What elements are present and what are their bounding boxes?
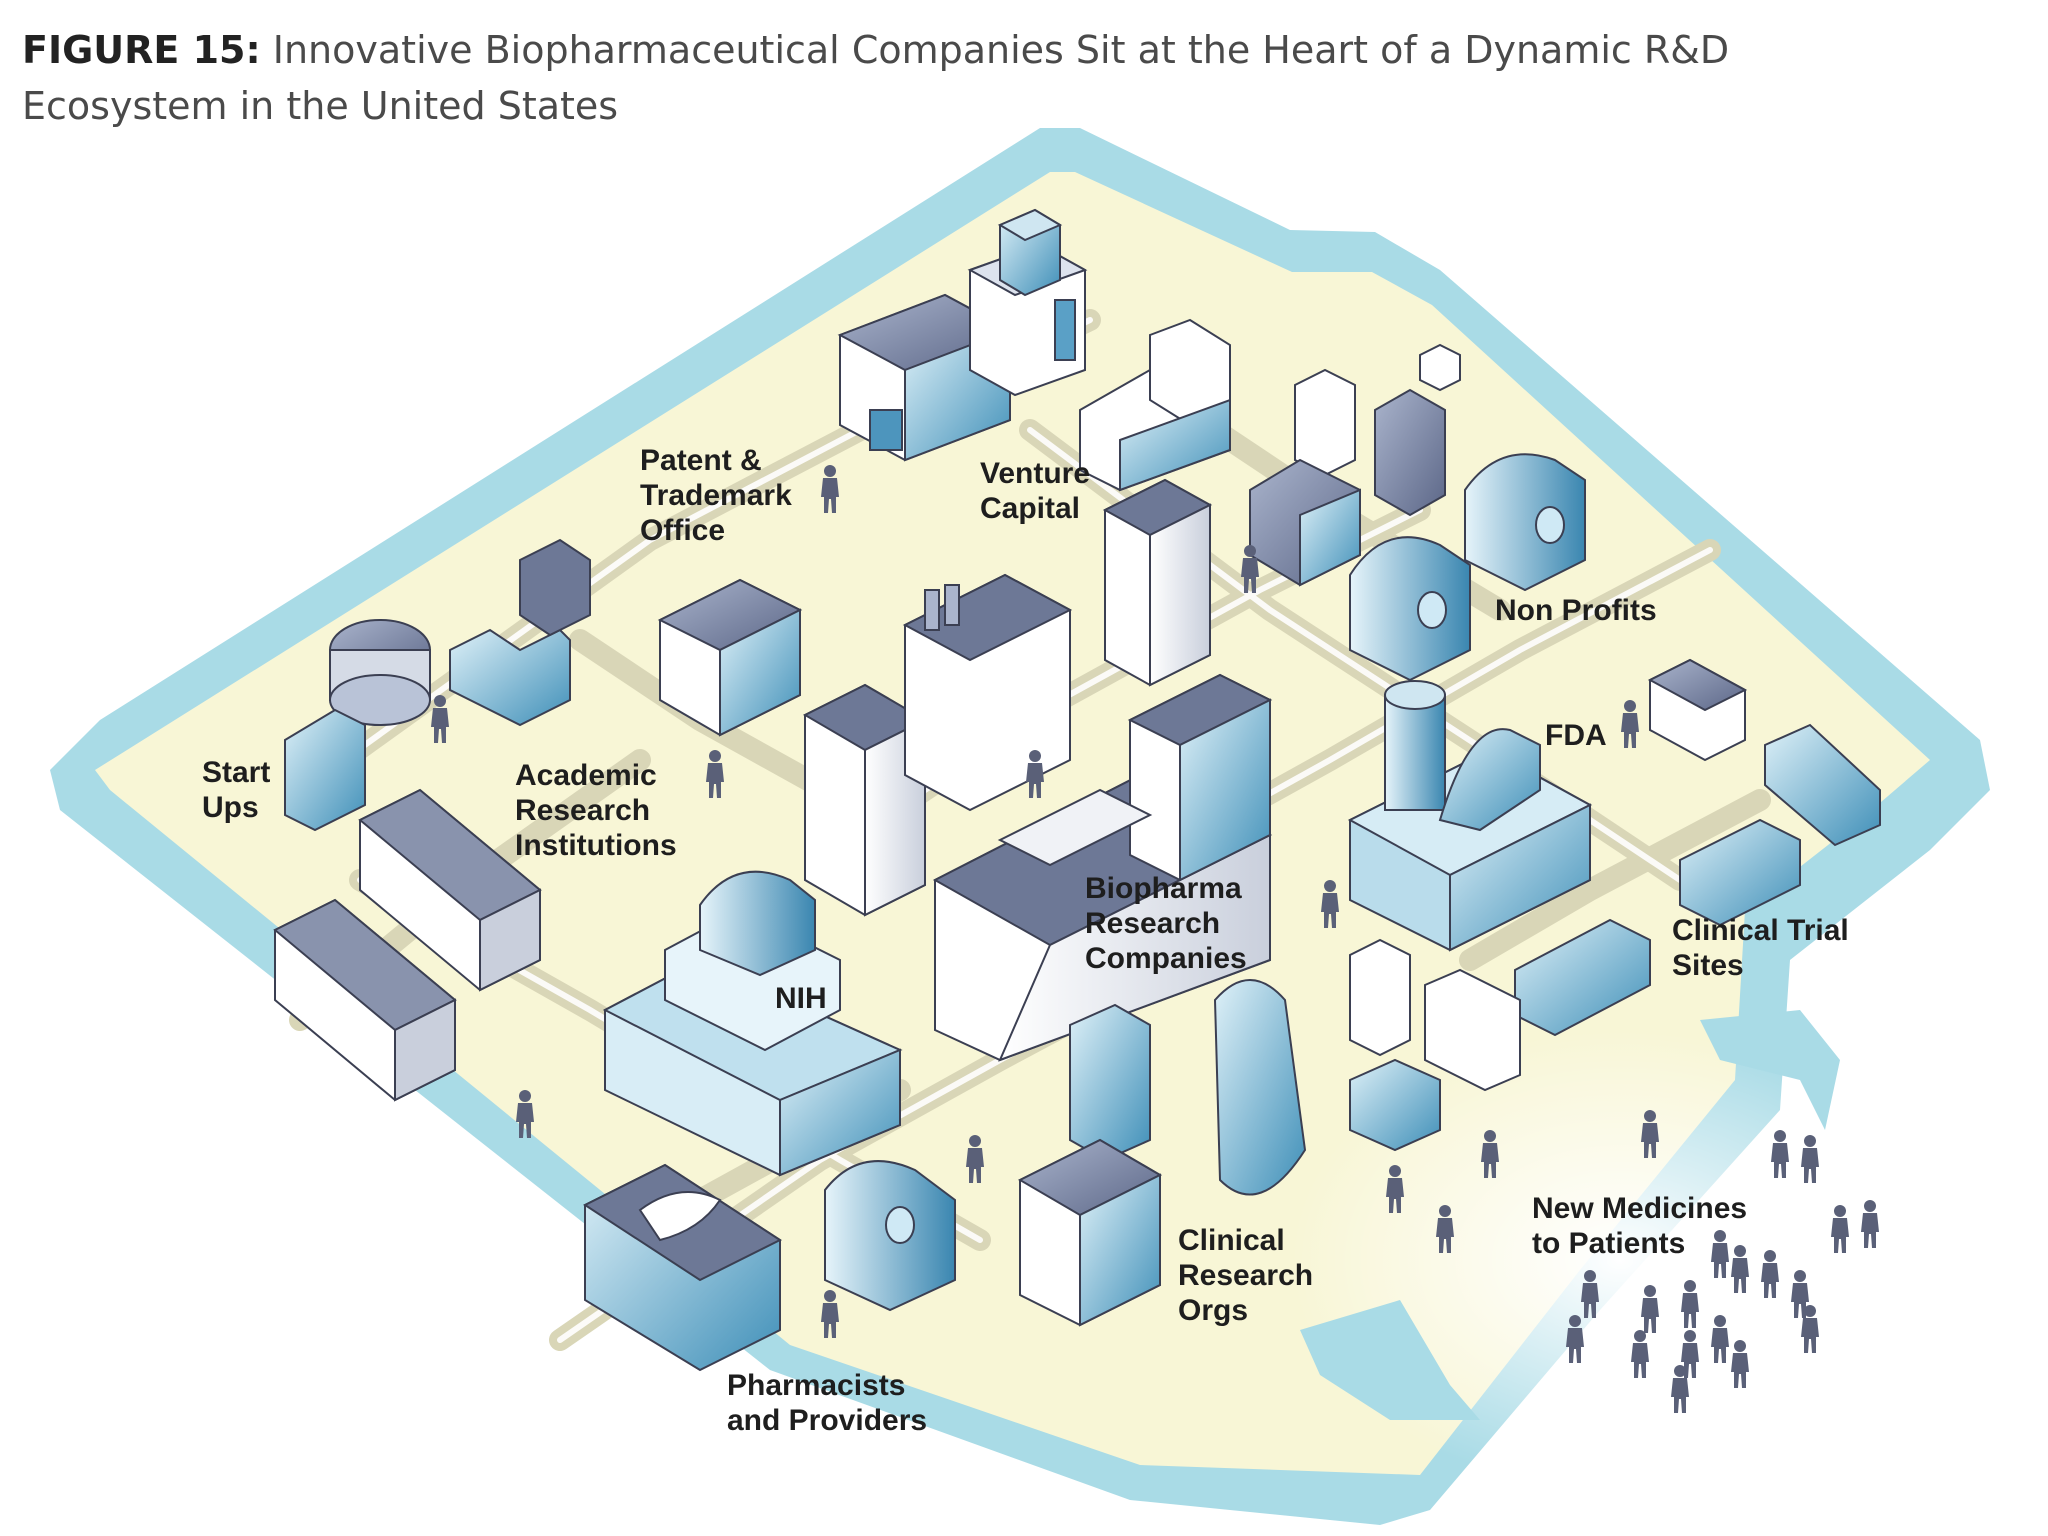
venture-capital-building: [1079, 318, 1231, 492]
figure-number: FIGURE 15:: [22, 28, 261, 72]
label-fda: FDA: [1545, 719, 1607, 752]
label-start-ups: Start Ups: [202, 756, 279, 824]
clinical-trial-buildings: [1349, 658, 1881, 1152]
nih-building: [602, 870, 903, 1177]
label-cro: Clinical Research Orgs: [1178, 1224, 1321, 1327]
outflow-arrow-lower: [1300, 1300, 1480, 1420]
academic-buildings: [273, 578, 803, 1102]
label-non-profits: Non Profits: [1495, 594, 1657, 627]
start-up-buildings: [284, 538, 591, 832]
outflow-arrow-upper: [1700, 1010, 1840, 1130]
patent-office-building: [837, 208, 1088, 462]
fda-building: [1347, 680, 1593, 952]
page-title: FIGURE 15: Innovative Biopharmaceutical …: [22, 22, 1872, 134]
pharmacy-buildings: [582, 1160, 956, 1372]
central-lab-buildings: [802, 573, 1073, 917]
biopharma-building: [932, 673, 1273, 1062]
label-academic: Academic Research Institutions: [515, 759, 677, 862]
label-new-medicines: New Medicines to Patients: [1532, 1192, 1755, 1260]
label-biopharma: Biopharma Research Companies: [1085, 872, 1250, 975]
tall-tower-building: [1102, 478, 1213, 687]
label-clinical-trial: Clinical Trial Sites: [1672, 914, 1857, 982]
figure-title: Innovative Biopharmaceutical Companies S…: [22, 28, 1730, 128]
label-nih: NIH: [775, 982, 827, 1015]
label-venture-capital: Venture Capital: [980, 457, 1098, 525]
label-pharmacists: Pharmacists and Providers: [727, 1369, 927, 1437]
cro-buildings: [1017, 979, 1307, 1327]
non-profit-buildings: [1249, 343, 1586, 682]
label-patent-office: Patent & Trademark Office: [640, 444, 800, 547]
